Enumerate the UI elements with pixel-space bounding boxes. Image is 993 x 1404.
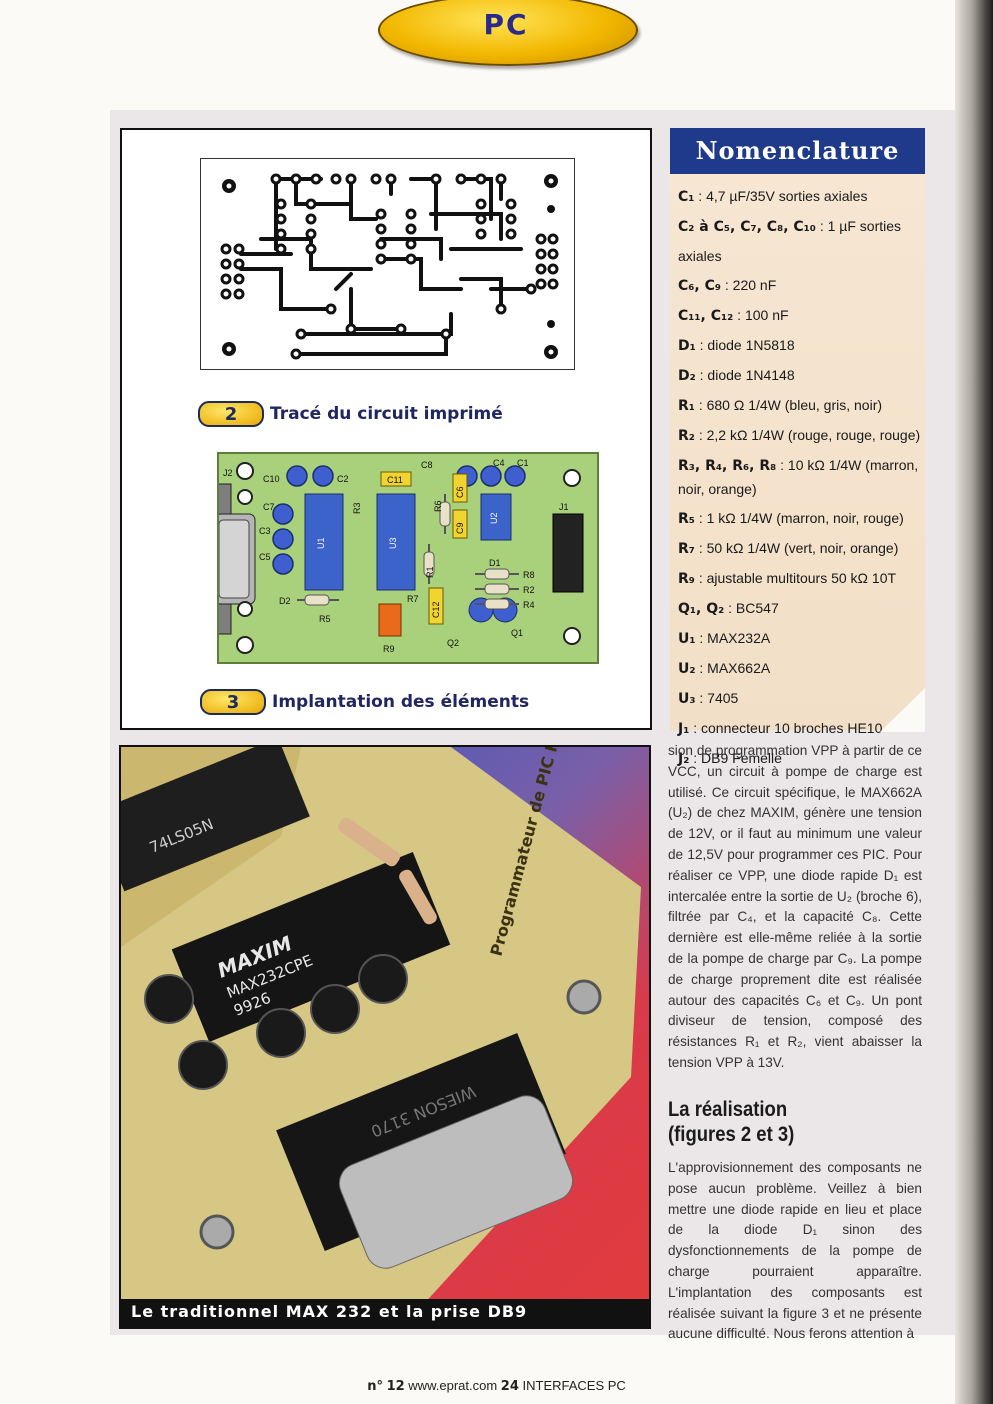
label-j1: J1: [559, 502, 569, 512]
section-heading-line1: La réalisation: [668, 1098, 788, 1121]
label-c6: C6: [455, 486, 465, 498]
pcb-trace-drawing: [200, 158, 575, 370]
label-c1: C1: [517, 458, 529, 468]
issue-number: 12: [386, 1379, 405, 1394]
label-q1: Q1: [511, 628, 523, 638]
label-r2: R2: [523, 585, 535, 595]
figure2-number: 2: [198, 401, 264, 427]
list-item: D₂ : diode 1N4148: [678, 367, 795, 384]
nomenclature-body: C₁ : 4,7 µF/35V sorties axiales C₂ à C₅,…: [670, 174, 925, 767]
issue-prefix: n°: [367, 1379, 383, 1394]
list-item: J₂ : DB9 Femelle: [678, 750, 782, 767]
label-j2: J2: [223, 468, 233, 478]
label-c10: C10: [263, 474, 280, 484]
label-r3: R3: [352, 502, 362, 514]
list-item: C₁₁, C₁₂ : 100 nF: [678, 307, 789, 324]
figure2-title: Tracé du circuit imprimé: [270, 404, 503, 424]
label-c8: C8: [421, 460, 433, 470]
magazine-name: INTERFACES PC: [522, 1378, 626, 1393]
list-item: Q₁, Q₂ : BC547: [678, 600, 779, 617]
list-item: R₉ : ajustable multitours 50 kΩ 10T: [678, 570, 897, 587]
nomenclature-list: C₁ : 4,7 µF/35V sorties axiales C₂ à C₅,…: [670, 174, 925, 774]
label-c4: C4: [493, 458, 505, 468]
label-c12: C12: [431, 601, 441, 618]
label-r8: R8: [523, 570, 535, 580]
label-c9: C9: [455, 522, 465, 534]
label-u1: U1: [316, 537, 326, 549]
section-heading: La réalisation (figures 2 et 3): [668, 1097, 892, 1147]
list-item: C₂ à C₅, C₇, C₈, C₁₀ : 1 µF sorties axia…: [678, 218, 902, 264]
article-paragraph-2: L'approvisionnement des composants ne po…: [668, 1160, 922, 1342]
section-badge: [378, 0, 638, 66]
label-r4: R4: [523, 600, 535, 610]
label-u2: U2: [489, 512, 499, 524]
label-r5: R5: [319, 614, 331, 624]
label-q2: Q2: [447, 638, 459, 648]
figure2-caption: 2 Tracé du circuit imprimé: [198, 401, 503, 427]
figure3-number: 3: [200, 689, 266, 715]
nomenclature-header: Nomenclature: [670, 128, 925, 174]
label-d1: D1: [489, 558, 501, 568]
label-c3: C3: [259, 526, 271, 536]
label-c7: C7: [263, 502, 275, 512]
list-item: U₁ : MAX232A: [678, 630, 771, 647]
component-layout-svg: U1 U3 U2: [204, 458, 584, 654]
board-photo-svg: 74LS05N MAXIM MAX232CPE 9926 Programmate…: [121, 747, 641, 1307]
list-item: C₁ : 4,7 µF/35V sorties axiales: [678, 188, 868, 205]
component-layout-drawing: U1 U3 U2: [204, 452, 599, 664]
list-item: C₆, C₉ : 220 nF: [678, 277, 777, 294]
label-c5: C5: [259, 552, 271, 562]
website: www.eprat.com: [408, 1378, 498, 1393]
nomenclature-title: Nomenclature: [695, 136, 900, 165]
page-number: 24: [500, 1379, 519, 1394]
board-photo: 74LS05N MAXIM MAX232CPE 9926 Programmate…: [119, 745, 651, 1329]
label-c11: C11: [387, 475, 403, 485]
label-d2: D2: [279, 596, 291, 606]
list-item: U₃ : 7405: [678, 690, 739, 707]
list-item: U₂ : MAX662A: [678, 660, 771, 677]
label-r9: R9: [383, 644, 395, 654]
page-binding-edge: [955, 0, 993, 1404]
label-r6: R6: [433, 500, 443, 512]
photo-caption: Le traditionnel MAX 232 et la prise DB9: [121, 1299, 649, 1327]
figure3-title: Implantation des éléments: [272, 692, 530, 712]
list-item: R₂ : 2,2 kΩ 1/4W (rouge, rouge, rouge): [678, 427, 921, 444]
label-u3: U3: [388, 537, 398, 549]
label-c2: C2: [337, 474, 349, 484]
section-title: PC: [483, 8, 529, 41]
list-item: R₇ : 50 kΩ 1/4W (vert, noir, orange): [678, 540, 899, 557]
page-footer: n° 12 www.eprat.com 24 INTERFACES PC: [0, 1378, 993, 1394]
nomenclature-page-fold: [880, 688, 925, 732]
list-item: R₃, R₄, R₆, R₈ : 10 kΩ 1/4W (marron, noi…: [678, 457, 919, 497]
list-item: D₁ : diode 1N5818: [678, 337, 795, 354]
label-r1: R1: [425, 566, 435, 578]
pcb-trace-svg: [220, 173, 559, 360]
article-paragraph-1: sion de programmation VPP à partir de ce…: [668, 743, 922, 1070]
list-item: J₁ : connecteur 10 broches HE10: [678, 720, 883, 737]
list-item: R₅ : 1 kΩ 1/4W (marron, noir, rouge): [678, 510, 904, 527]
label-r7: R7: [407, 594, 419, 604]
figure3-caption: 3 Implantation des éléments: [200, 689, 529, 715]
list-item: R₁ : 680 Ω 1/4W (bleu, gris, noir): [678, 397, 883, 414]
section-heading-line2: (figures 2 et 3): [668, 1123, 795, 1146]
